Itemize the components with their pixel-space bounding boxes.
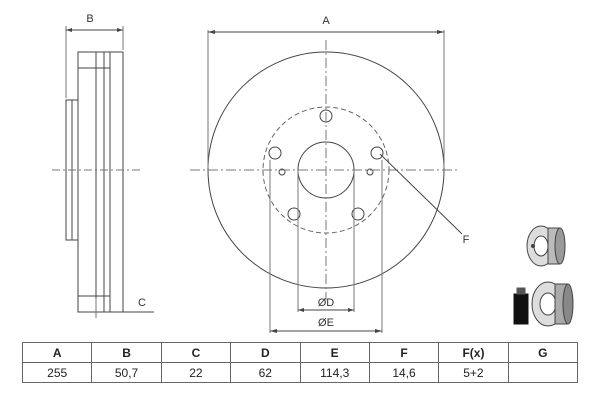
disc-with-piston-icon xyxy=(513,281,574,327)
spec-value-row: 255 50,7 22 62 114,3 14,6 5+2 xyxy=(21,362,579,383)
spec-value-fx: 5+2 xyxy=(438,362,509,383)
spec-header-row: A B C D E F F(x) G xyxy=(21,342,579,363)
spec-value-b: 50,7 xyxy=(91,362,162,383)
disc-thumbnail-icon xyxy=(526,225,566,267)
dim-label-e: ØE xyxy=(318,317,334,329)
spec-header-c: C xyxy=(160,342,232,363)
spec-header-e: E xyxy=(299,342,370,363)
spec-header-f: F xyxy=(368,342,440,363)
spec-header-a: A xyxy=(21,342,93,363)
disc-front-view xyxy=(190,30,463,333)
technical-drawing: B A C ØD ØE F xyxy=(52,13,574,333)
dim-label-c: C xyxy=(138,297,146,309)
spec-value-c: 22 xyxy=(160,362,232,383)
dim-label-a: A xyxy=(322,15,330,27)
disc-side-view xyxy=(52,26,154,318)
spec-header-fx: F(x) xyxy=(438,342,509,363)
spec-header-b: B xyxy=(91,342,162,363)
spec-header-g: G xyxy=(507,342,579,363)
spec-header-d: D xyxy=(230,342,301,363)
spec-value-d: 62 xyxy=(230,362,301,383)
spec-value-e: 114,3 xyxy=(299,362,370,383)
dim-label-f: F xyxy=(463,234,470,246)
spec-value-g xyxy=(507,362,579,383)
dim-label-d: ØD xyxy=(318,297,335,309)
spec-value-a: 255 xyxy=(21,362,93,383)
dim-label-b: B xyxy=(86,13,93,25)
spec-table: A B C D E F F(x) G 255 50,7 22 62 114,3 … xyxy=(21,342,579,383)
spec-value-f: 14,6 xyxy=(368,362,440,383)
